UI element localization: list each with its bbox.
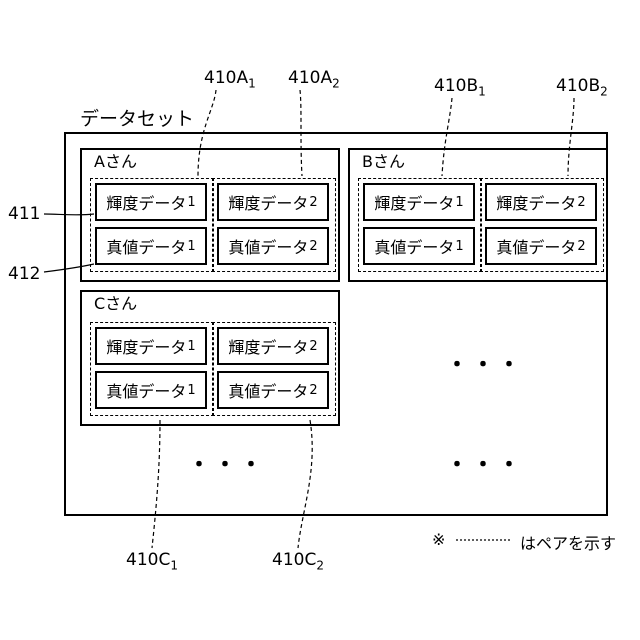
leader-410b1 bbox=[442, 98, 452, 176]
leader-410a2 bbox=[300, 90, 302, 176]
leader-410c1 bbox=[152, 420, 160, 548]
leader-410c2 bbox=[298, 420, 312, 548]
leader-412 bbox=[44, 264, 94, 272]
legend-text: はペアを示す bbox=[520, 530, 616, 554]
leader-410b2 bbox=[568, 98, 574, 176]
leader-411 bbox=[44, 214, 94, 215]
leader-410a1 bbox=[198, 90, 216, 176]
legend-mark: ※ bbox=[432, 530, 445, 549]
